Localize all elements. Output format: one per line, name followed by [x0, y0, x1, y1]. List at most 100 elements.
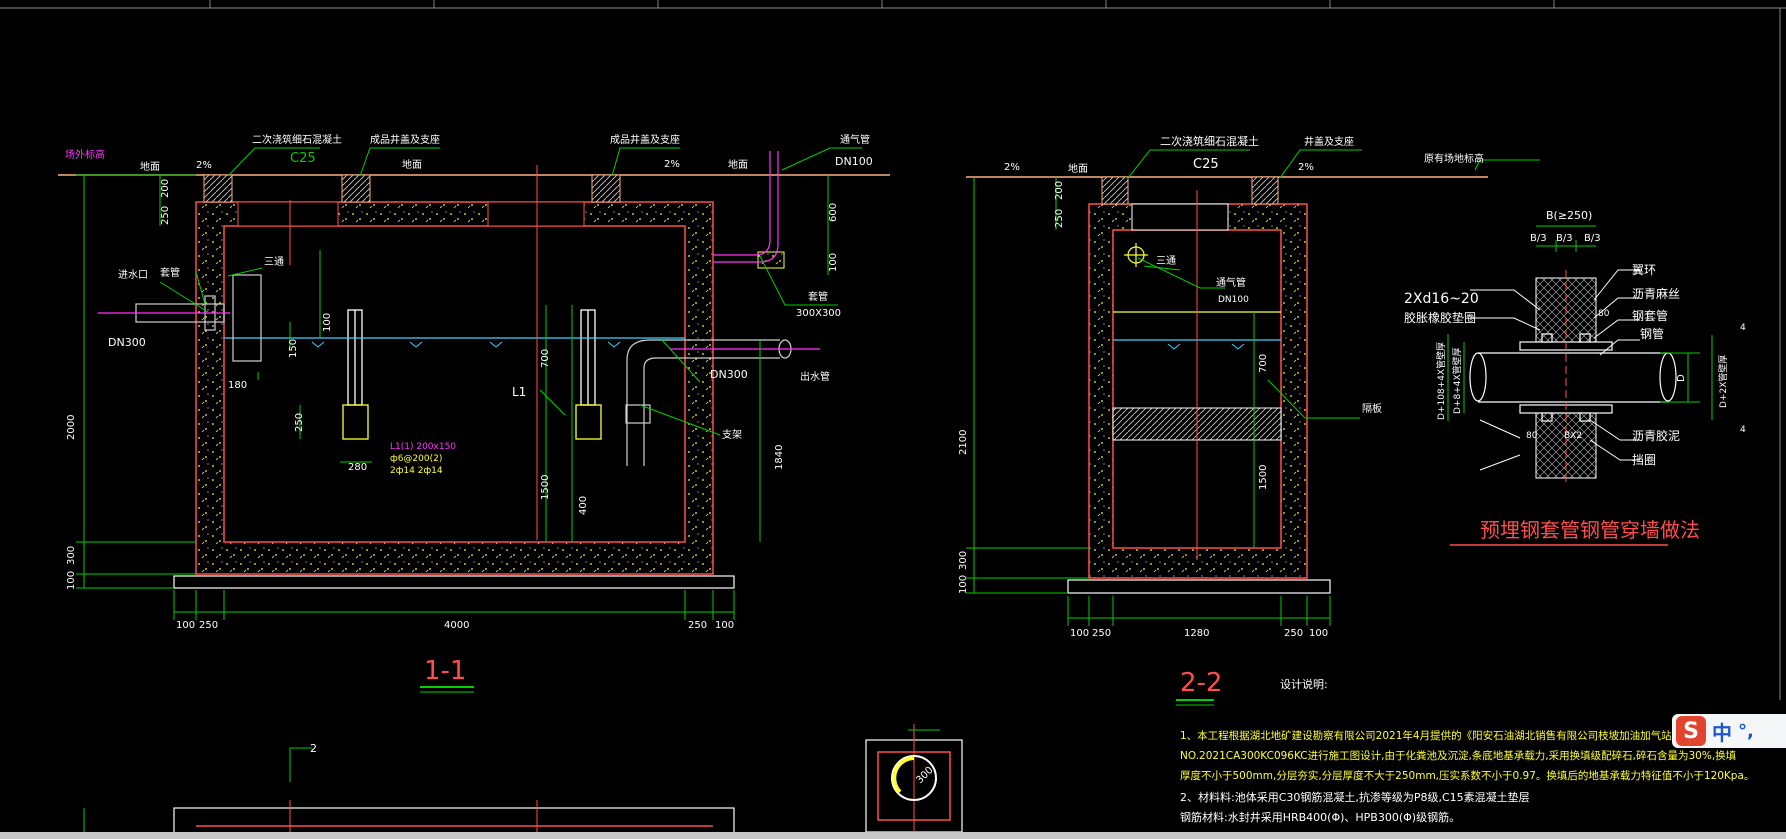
c25-label: C25 — [290, 151, 316, 166]
svg-text:100: 100 — [1309, 628, 1328, 639]
baffle-label-2: 隔板 — [1362, 402, 1382, 415]
section-2-2[interactable]: C25 二次浇筑细石混凝土 井盖及支座 地面 原有场地标高 2% 2% 三通 通… — [958, 134, 1540, 706]
plan-tag: 2 — [310, 742, 317, 755]
svg-text:200: 200 — [1054, 181, 1065, 200]
tee-symbol-2 — [1124, 243, 1148, 267]
small-pipe-label: 300 — [914, 765, 935, 786]
detail-asphalt-hemp: 沥青麻丝 — [1632, 286, 1680, 301]
detail-rebar: 2Xd16~20 — [1404, 291, 1479, 307]
detail-dim-right: D+2X管壁厚 — [1717, 355, 1729, 408]
svg-text:1500: 1500 — [1258, 465, 1269, 490]
detail-title: 预埋钢套管钢管穿墙做法 — [1480, 518, 1700, 542]
detail-dim-left-inner: D+8+4X管壁厚 — [1451, 347, 1463, 414]
svg-text:2000: 2000 — [66, 415, 77, 440]
secondary-concrete-label-2: 二次浇筑细石混凝土 — [1160, 134, 1259, 148]
detail-dimensions — [1447, 225, 1713, 421]
section-2-2-title: 2-2 — [1180, 668, 1222, 698]
svg-text:250: 250 — [160, 206, 171, 225]
slope-right-label: 2% — [664, 159, 680, 170]
svg-text:100: 100 — [828, 253, 839, 272]
svg-text:180: 180 — [228, 380, 247, 391]
detail-dim-80a: 80 — [1598, 309, 1610, 319]
svg-text:250: 250 — [1284, 628, 1303, 639]
baffle-walls — [342, 309, 602, 440]
detail-leaders — [1470, 269, 1640, 471]
dn300-right-label: DN300 — [710, 368, 748, 381]
small-manhole-detail[interactable]: 300 — [865, 724, 963, 833]
svg-text:600: 600 — [828, 203, 839, 222]
l1-label: L1 — [512, 385, 526, 399]
detail-b3c: B/3 — [1584, 233, 1601, 244]
lid-support-right-label: 成品井盖及支座 — [610, 133, 680, 146]
ground-label-2: 地面 — [1068, 162, 1088, 175]
detail-dim-80b: 80 — [1526, 431, 1538, 441]
ground-mid-label: 地面 — [402, 158, 422, 171]
svg-text:100: 100 — [958, 575, 969, 594]
notes-line-1: 1、本工程根据湖北地矿建设勘察有限公司2021年4月提供的《阳安石油湖北销售有限… — [1180, 729, 1786, 742]
notes-line-3: 厚度不小于500mm,分层夯实,分层厚度不大于250mm,压实系数不小于0.97… — [1180, 769, 1754, 782]
steel-pipe — [1469, 352, 1677, 403]
svg-text:4000: 4000 — [444, 620, 469, 631]
vent-label-2: 通气管 — [1216, 276, 1246, 289]
svg-text:100: 100 — [66, 571, 77, 590]
section-1-1[interactable]: C25 二次浇筑细石混凝土 成品井盖及支座 成品井盖及支座 通气管 DN100 … — [58, 133, 890, 693]
design-notes[interactable]: 设计说明: 1、本工程根据湖北地矿建设勘察有限公司2021年4月提供的《阳安石油… — [1180, 677, 1786, 824]
ime-toolbar[interactable]: S 中 °, — [1672, 714, 1786, 748]
svg-text:100: 100 — [322, 313, 333, 332]
slope-left-label: 2% — [196, 160, 212, 171]
outlet-pipe-label: 出水管 — [800, 370, 830, 383]
ground-right-label: 地面 — [728, 158, 748, 171]
secondary-concrete-label: 二次浇筑细石混凝土 — [252, 133, 342, 146]
svg-text:200: 200 — [160, 179, 171, 198]
beam-spec-2: ф6@200(2) — [390, 454, 442, 464]
c25-label-2: C25 — [1193, 157, 1219, 172]
tank-walls-2 — [1067, 176, 1331, 594]
sleeve-size-title: 套管 — [808, 290, 828, 303]
pipe-penetration-detail[interactable]: B(≥250) B/3 B/3 B/3 2Xd16~20 胶胀橡胶垫圈 翼环 沥… — [1404, 209, 1746, 546]
ime-punctuation-toggle[interactable]: °, — [1738, 720, 1754, 742]
beam-spec-3: 2ф14 2ф14 — [390, 466, 443, 476]
leaders-1-1 — [159, 147, 862, 436]
detail-retaining-ring: 挡圈 — [1632, 453, 1656, 467]
svg-text:300: 300 — [958, 551, 969, 570]
detail-b3b: B/3 — [1556, 233, 1573, 244]
detail-rubber-ring: 胶胀橡胶垫圈 — [1404, 310, 1476, 325]
dn100-label: DN100 — [835, 155, 873, 168]
layout-tab-bar[interactable] — [0, 832, 1786, 839]
ground-left-label: 地面 — [140, 160, 160, 173]
detail-dim-bx2: BX2 — [1564, 431, 1582, 441]
dimensions-2-2 — [966, 177, 1331, 626]
dim-numbers-2-2: 100 250 1280 250 100 200 250 700 1500 21… — [958, 181, 1328, 639]
slope-left-label-2: 2% — [1004, 162, 1020, 173]
sogou-logo-icon[interactable]: S — [1676, 716, 1706, 746]
detail-dim-4a: 4 — [1740, 323, 1746, 333]
svg-text:250: 250 — [1092, 628, 1111, 639]
tank-walls — [173, 174, 785, 589]
tee-label-2: 三通 — [1156, 255, 1176, 267]
ime-language-toggle[interactable]: 中 — [1712, 720, 1732, 745]
design-level-label: 场外标高 — [65, 148, 105, 161]
svg-text:250: 250 — [294, 413, 305, 432]
svg-text:100: 100 — [715, 620, 734, 631]
inlet-label: 进水口 — [118, 269, 148, 281]
svg-text:250: 250 — [199, 620, 218, 631]
lid-support-label-2: 井盖及支座 — [1304, 135, 1354, 148]
detail-asphalt-mortar: 沥青胶泥 — [1632, 428, 1680, 443]
detail-b3a: B/3 — [1530, 233, 1547, 244]
svg-text:250: 250 — [688, 620, 707, 631]
notes-line-4: 2、材料料:池体采用C30钢筋混凝土,抗渗等级为P8级,C15素混凝土垫层 — [1180, 790, 1530, 804]
dim-numbers-1-1: 100 250 4000 250 100 280 180 1840 2000 3… — [66, 179, 839, 631]
svg-text:250: 250 — [1054, 209, 1065, 228]
dn300-left-label: DN300 — [108, 336, 146, 349]
plan-view-fragment: 2 — [83, 742, 735, 839]
svg-text:1840: 1840 — [774, 445, 785, 470]
leaders-2-2 — [1127, 149, 1540, 419]
dn100-label-2: DN100 — [1218, 295, 1249, 305]
svg-text:1280: 1280 — [1184, 628, 1209, 639]
detail-b-total: B(≥250) — [1546, 209, 1592, 222]
detail-dim-4b: 4 — [1740, 425, 1746, 435]
bracket-label: 支架 — [722, 429, 742, 441]
original-ground-label: 原有场地标高 — [1424, 152, 1484, 165]
svg-text:1500: 1500 — [540, 475, 551, 500]
